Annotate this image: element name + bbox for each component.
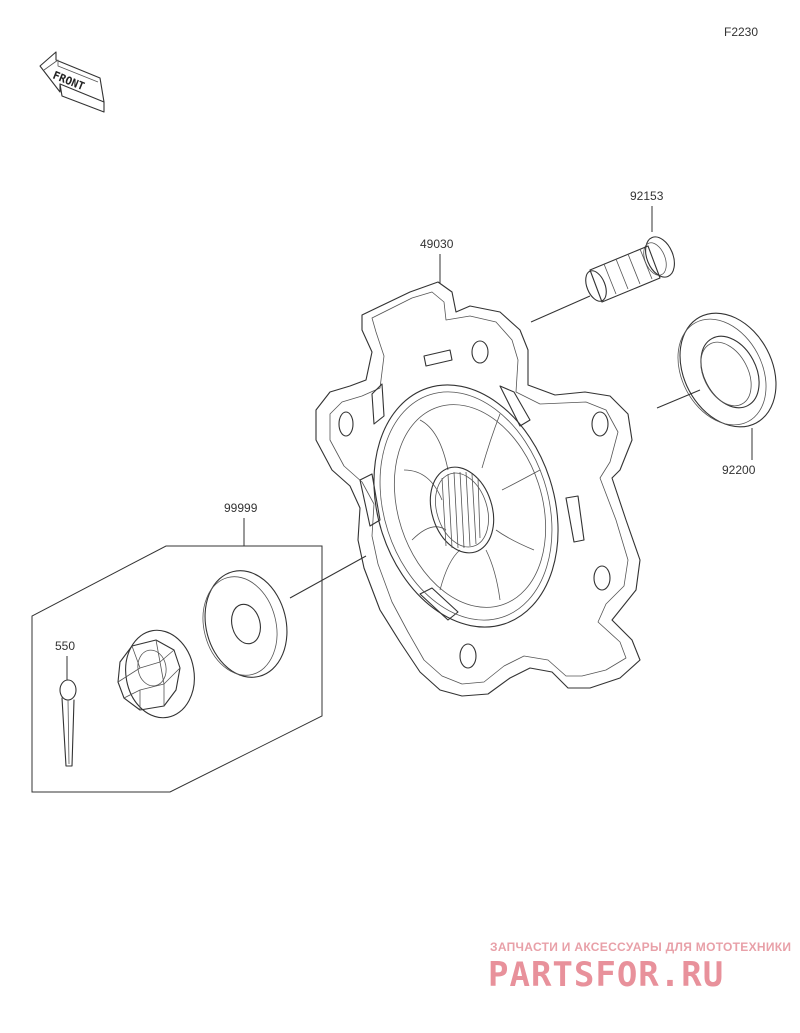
part-number-99999: 99999	[224, 501, 258, 515]
hex-nut	[117, 629, 195, 719]
hub-bolt	[585, 236, 675, 303]
watermark: ЗАПЧАСТИ И АКСЕССУАРЫ ДЛЯ МОТОТЕХНИКИ PA…	[488, 940, 791, 995]
figure-code: F2230	[724, 25, 758, 39]
part-number-550: 550	[55, 639, 75, 653]
cotter-pin	[59, 679, 77, 767]
kit-bracket	[31, 545, 323, 793]
flat-washer	[202, 570, 288, 678]
part-number-49030: 49030	[420, 237, 454, 251]
watermark-brand: PARTSFOR.RU	[488, 955, 724, 995]
part-number-92200: 92200	[722, 463, 756, 477]
front-arrow-icon: FRONT	[39, 51, 105, 113]
wheel-hub	[315, 281, 641, 697]
hub-seal	[677, 312, 777, 428]
watermark-tagline: ЗАПЧАСТИ И АКСЕССУАРЫ ДЛЯ МОТОТЕХНИКИ	[490, 940, 791, 954]
front-label: FRONT	[51, 69, 87, 94]
part-number-92153: 92153	[630, 189, 664, 203]
